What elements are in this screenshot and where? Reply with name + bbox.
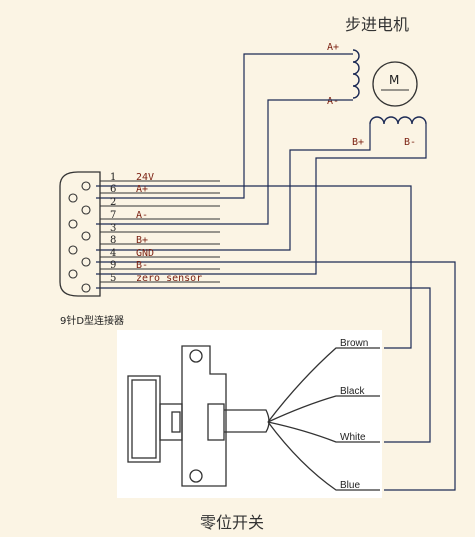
sensor-title: 零位开关	[200, 513, 264, 532]
wire-gnd-blue	[96, 261, 456, 491]
pin-signal: A+	[136, 184, 148, 195]
connector-caption: 9针D型连接器	[60, 314, 124, 327]
pin-signal: B-	[136, 260, 148, 271]
wire-b-minus	[96, 124, 427, 275]
coil-a	[352, 49, 360, 99]
wire-zero-white	[96, 287, 431, 443]
sensor-wire-label: White	[340, 432, 366, 443]
d-sub-connector	[59, 171, 101, 297]
pin-signal: A-	[136, 210, 148, 221]
motor-symbol: M	[372, 61, 418, 107]
motor-circle	[372, 61, 418, 107]
pin-number: 7	[110, 210, 116, 221]
pin-signal: GND	[136, 248, 154, 259]
pin-number: 5	[110, 273, 116, 284]
sensor-drawing	[127, 345, 380, 491]
sensor-wire-label: Blue	[340, 480, 360, 491]
pin-number: 8	[110, 235, 116, 246]
coil-label-b-plus: B+	[352, 137, 364, 148]
sensor-photo-area	[117, 330, 382, 498]
pin-number: 2	[110, 197, 116, 208]
pin-number: 6	[110, 184, 116, 195]
wire-a-plus	[96, 53, 353, 199]
wire-a-minus	[96, 99, 353, 225]
coil-label-a-plus: A+	[327, 42, 339, 53]
motor-title: 步进电机	[345, 15, 409, 34]
wire-b-plus	[96, 124, 371, 251]
pin-signal: zero sensor	[136, 273, 202, 284]
pin-number: 9	[110, 260, 116, 271]
sensor-wire-label: Black	[340, 386, 365, 397]
wire-24v-brown	[96, 185, 412, 349]
pin-number: 3	[110, 223, 116, 234]
sensor-wire-label: Brown	[340, 338, 368, 349]
pin-number: 1	[110, 172, 116, 183]
coil-label-b-minus: B-	[404, 137, 416, 148]
motor-letter: M	[389, 73, 399, 87]
pin-signal: B+	[136, 235, 148, 246]
coil-label-a-minus: A-	[327, 96, 339, 107]
pin-signal: 24V	[136, 172, 154, 183]
pin-number: 4	[110, 248, 116, 259]
coil-b	[369, 116, 427, 125]
pin-rows	[100, 180, 220, 283]
